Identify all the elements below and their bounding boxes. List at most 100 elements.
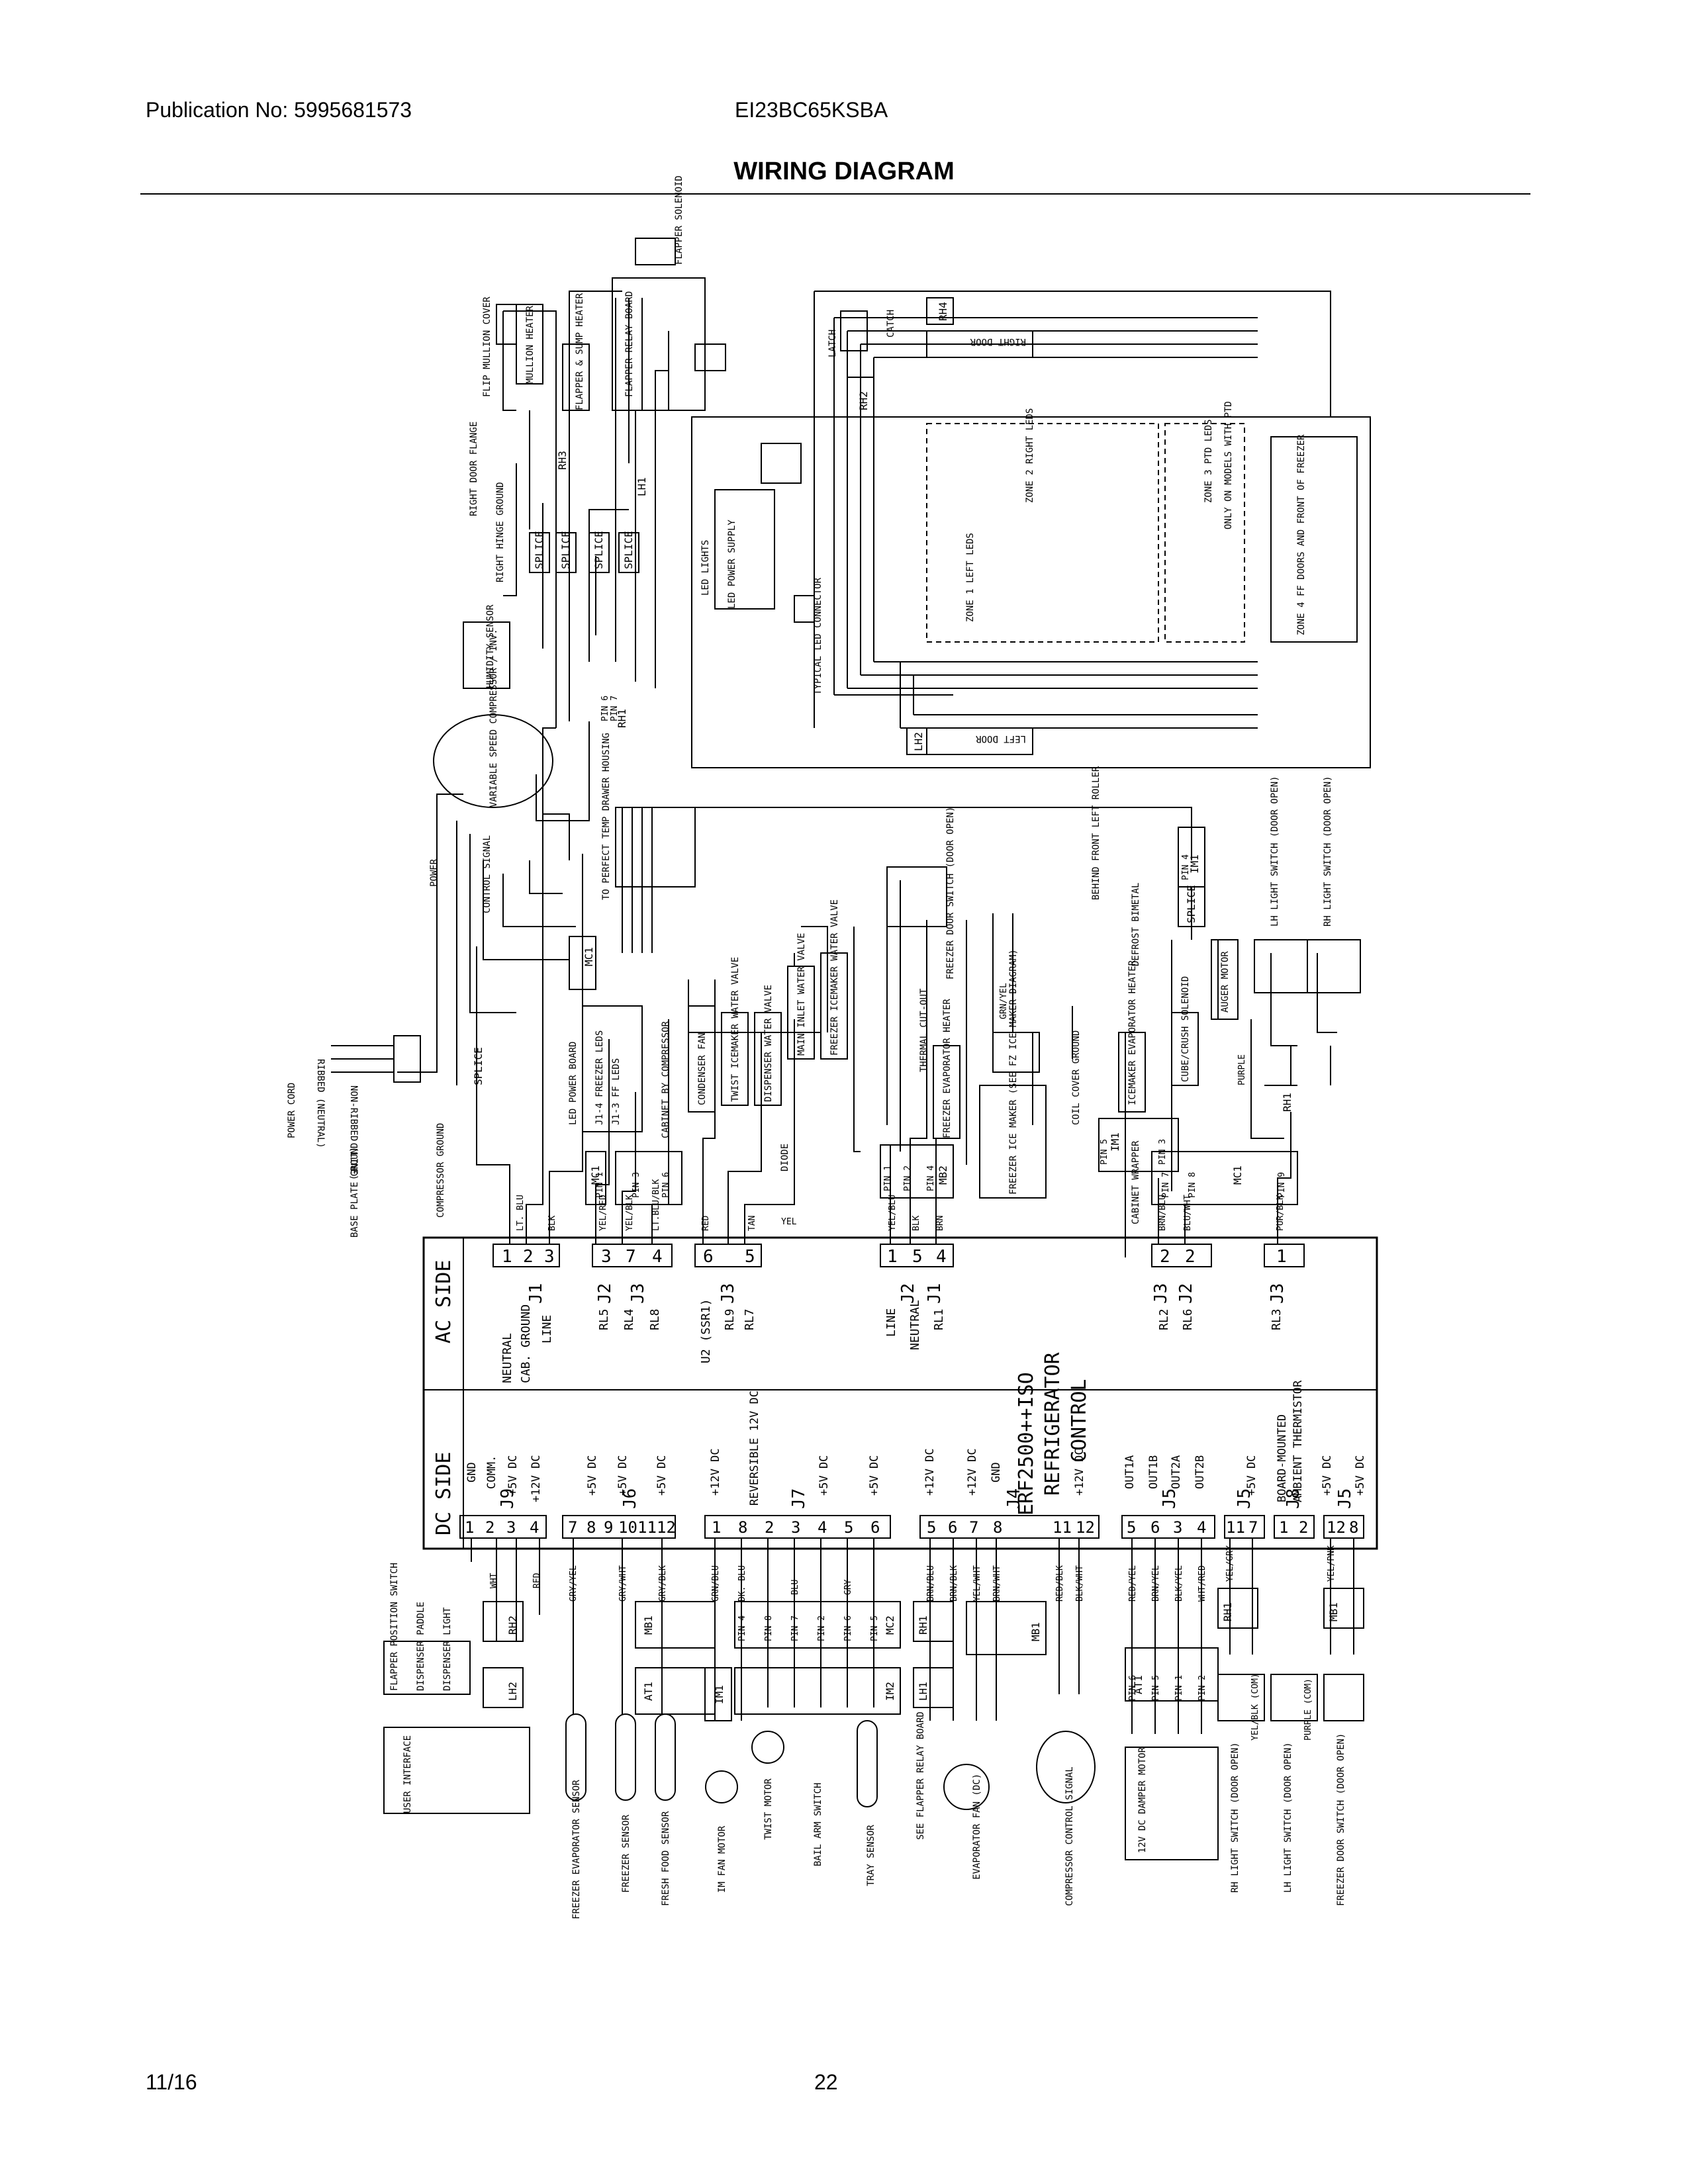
rh-light-switch-box: [1307, 939, 1361, 993]
pin-labels: PIN 1 PIN 3 PIN 6 PIN 1 PIN 2 PIN 4 PIN …: [595, 696, 1287, 1701]
wire-gry-wht: GRY/WHT: [618, 1565, 628, 1602]
j7-pin-2: 2: [765, 1518, 774, 1537]
pin-label-at1-2: PIN 2: [1197, 1675, 1207, 1701]
sig-5v-j5b: +5V DC: [1245, 1455, 1258, 1496]
freezer-evap-sensor-symbol: [565, 1713, 586, 1801]
mb1-bottom: [966, 1601, 1047, 1655]
j3-pin-2: 2: [1160, 1247, 1170, 1267]
perfect-temp-housing: [615, 807, 696, 887]
sig-12v-j4c: +12V DC: [1073, 1448, 1086, 1496]
publication-number: Publication No: 5995681573: [146, 98, 412, 122]
lbl-flapper-position: FLAPPER POSITION SWITCH: [389, 1563, 400, 1691]
mc1-harness-a: [585, 1151, 606, 1205]
lbl-freezer-leds: J1-4 FREEZER LEDS: [594, 1030, 605, 1125]
wire-brn-blu-2: BRN/BLU: [926, 1565, 936, 1602]
page-title: WIRING DIAGRAM: [733, 158, 955, 185]
lbl-zone4: ZONE 4 FF DOORS AND FRONT OF FREEZER: [1296, 434, 1307, 635]
j7-pin-4: 4: [818, 1518, 827, 1537]
harness-mb1-right: MB1: [1327, 1602, 1340, 1621]
harness-rh4: RH4: [937, 302, 949, 321]
splice-1: [529, 532, 550, 573]
pin-label-mc1-1: PIN 1: [595, 1172, 605, 1198]
wire-yel-gry: YEL/GRY: [1225, 1545, 1235, 1582]
wire-yel-wht: YEL/WHT: [972, 1565, 982, 1602]
lbl-power: POWER: [429, 858, 440, 887]
j2-pin-2: 2: [1185, 1247, 1196, 1267]
sig-out2a: OUT2A: [1170, 1455, 1183, 1489]
wire-lt-blu-1: LT. BLU: [516, 1195, 526, 1231]
wire-gry-yel: GRY/YEL: [569, 1565, 579, 1602]
wire-blk-yel: BLK/YEL: [1174, 1565, 1184, 1602]
pin-label-mb2-2: PIN 2: [903, 1165, 913, 1191]
im1-harness-mid: [1098, 1118, 1179, 1172]
dc-j6-id: J6: [620, 1488, 640, 1509]
lbl-zone3: ZONE 3 PTD LEDS: [1203, 420, 1214, 503]
mc1-harness-b: [615, 1151, 682, 1205]
freezer-ice-maker-box: [979, 1085, 1047, 1199]
j9-pin-1: 1: [465, 1518, 474, 1537]
dc-j5-id: J5: [1160, 1488, 1180, 1509]
j7-pin-6: 6: [870, 1518, 880, 1537]
pin-label-mc2-7: PIN 7: [790, 1615, 800, 1641]
mc1-harness-right: [1151, 1151, 1298, 1205]
lbl-bail-arm: BAIL ARM SWITCH: [813, 1783, 823, 1866]
lbl-dispenser-paddle: DISPENSER PADDLE: [416, 1602, 426, 1691]
zone-3-box: [1164, 423, 1245, 643]
sig-rl8: RL8: [648, 1308, 662, 1330]
j2-pin-3: 3: [601, 1247, 612, 1267]
j6-pin-11: 11: [637, 1518, 657, 1537]
lbl-cabinet-bypass: CABINET BY COMPRESSOR: [661, 1021, 671, 1138]
zone-4-box: [1270, 436, 1358, 643]
dc-j5c-id: J5: [1335, 1488, 1355, 1509]
ac-connector-blocks: [492, 1244, 1305, 1267]
compressor-signal-symbol: [1036, 1731, 1096, 1803]
sig-neutral: NEUTRAL: [500, 1333, 514, 1383]
j9-pin-2: 2: [485, 1518, 494, 1537]
lbl-freezer-icemaker-valve: FREEZER ICEMAKER WATER VALVE: [829, 899, 840, 1056]
harness-im1-top: IM1: [1188, 854, 1201, 874]
page-number: 22: [814, 2070, 838, 2094]
lbl-flip-mullion-cover: FLIP MULLION COVER: [482, 296, 492, 397]
harness-mb2: MB2: [937, 1165, 949, 1185]
compressor-symbol: [433, 714, 553, 808]
pin-label-mc1r-9: PIN 9: [1277, 1172, 1287, 1198]
harness-mb1-bottom: MB1: [1029, 1622, 1042, 1641]
j4-pin-7: 7: [969, 1518, 978, 1537]
j8-pin-1: 1: [1279, 1518, 1288, 1537]
sig-rev-j7: REVERSIBLE 12V DC: [748, 1390, 761, 1506]
wire-tan: TAN: [747, 1216, 757, 1231]
pin-label-mc2-5: PIN 5: [870, 1615, 880, 1641]
wire-blk-1: BLK: [547, 1215, 557, 1231]
im-fan-motor-symbol: [705, 1770, 738, 1803]
ac-connector-ids: J1 J2 J3 J3 J2 J1 J3 J2 J3: [526, 1283, 1288, 1304]
lbl-ice-maker: FREEZER ICE MAKER (SEE FZ ICE MAKER DIAG…: [1008, 949, 1019, 1195]
lh-light-switch-box: [1254, 939, 1308, 993]
wire-wht: WHT: [489, 1572, 499, 1588]
lbl-dispenser-light: DISPENSER LIGHT: [442, 1607, 453, 1691]
pin-label-mc1r-8: PIN 8: [1188, 1172, 1197, 1198]
lbl-evaporator-heater: FREEZER EVAPORATOR HEATER: [942, 999, 953, 1138]
ac-j3b-id: J3: [718, 1283, 738, 1304]
pin-label-im1-3: PIN 3: [1158, 1139, 1168, 1165]
harness-rh3-a: RH3: [556, 451, 569, 470]
freezer-door-bottom-symbol: [1323, 1674, 1364, 1721]
harness-lh2-top: LH2: [912, 732, 925, 751]
sig-neutral-2: NEUTRAL: [908, 1300, 922, 1350]
lbl-led-power-board: LED POWER BOARD: [568, 1042, 579, 1125]
harness-rh1-b: RH1: [1281, 1093, 1293, 1112]
mc1-connector-left: [569, 936, 596, 990]
wire-blk-wht: BLK/WHT: [1075, 1565, 1085, 1602]
user-interface-box: [383, 1727, 530, 1814]
lbl-icemaker-heater: ICEMAKER EVAPORATOR HEATER: [1127, 960, 1138, 1105]
lbl-im-fan-motor: IM FAN MOTOR: [717, 1825, 727, 1893]
j1-pin-1: 1: [502, 1247, 512, 1267]
lbl-zone3-note: ONLY ON MODELS WITH PTD: [1223, 401, 1234, 529]
at1-left: [635, 1667, 716, 1715]
dc-j5b-id: J5: [1235, 1488, 1254, 1509]
lbl-non-ribbed: NON-RIBBED (LINE): [348, 1085, 359, 1180]
ac-j2c-id: J2: [1176, 1283, 1196, 1304]
j4-pin-5: 5: [927, 1518, 936, 1537]
evaporator-fan-symbol: [943, 1764, 990, 1810]
wire-brn-blk: BRN/BLK: [949, 1565, 959, 1602]
harness-lh2-bottom: LH2: [506, 1682, 519, 1701]
